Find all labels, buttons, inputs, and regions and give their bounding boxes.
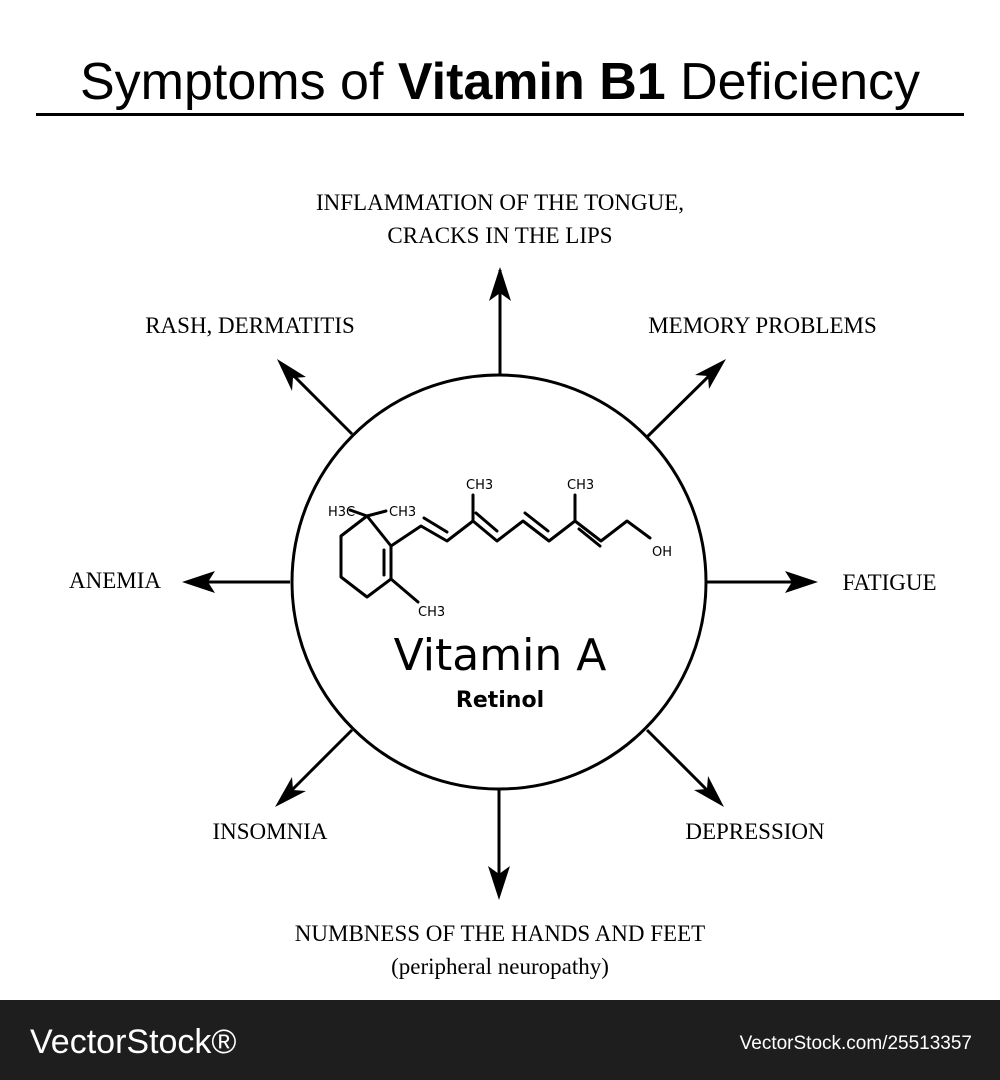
title-highlight: Vitamin B1 [397, 53, 666, 111]
label-ch3-ring: CH3 [389, 505, 416, 520]
arrow-top-right-head [695, 359, 726, 389]
watermark-brand: VectorStock® [30, 1023, 237, 1061]
arrow-bottom-left [285, 728, 354, 797]
arrow-top-right [645, 369, 716, 439]
symptom-right: FATIGUE [842, 570, 937, 595]
symptom-top: INFLAMMATION OF THE TONGUE, CRACKS IN TH… [250, 186, 750, 252]
symptom-top-left: RASH, DERMATITIS [145, 313, 355, 338]
symptom-bottom-line1: NUMBNESS OF THE HANDS AND FEET [294, 921, 706, 946]
arrow-right-head [785, 571, 818, 593]
arrow-bottom-right [645, 728, 714, 797]
arrow-top-left-head [277, 359, 306, 391]
arrow-bottom-right-head [694, 776, 724, 807]
center-circle [290, 373, 708, 791]
symptom-top-line2: CRACKS IN THE LIPS [387, 223, 613, 248]
label-ch3-bottom: CH3 [418, 605, 445, 620]
center-title: Vitamin A [393, 630, 607, 681]
symptom-bottom-line2: (peripheral neuropathy) [391, 954, 609, 979]
symptom-bottom-right: DEPRESSION [685, 819, 825, 844]
arrow-top-left [286, 368, 354, 436]
symptom-diagram: H3C CH3 CH3 CH3 CH3 OH [182, 267, 818, 900]
arrow-bottom-head [488, 866, 510, 900]
center-subtitle: Retinol [455, 688, 545, 713]
page-title: Symptoms of Vitamin B1 Deficiency [80, 53, 920, 111]
label-ch3-chain-1: CH3 [466, 478, 493, 493]
symptom-bottom: NUMBNESS OF THE HANDS AND FEET (peripher… [200, 917, 800, 983]
title-underline [36, 113, 964, 116]
watermark-reference: VectorStock.com/25513357 [739, 1033, 972, 1054]
symptom-top-right: MEMORY PROBLEMS [648, 313, 877, 338]
arrow-top-head [489, 267, 511, 301]
retinol-structure [339, 493, 652, 604]
label-ch3-chain-2: CH3 [567, 478, 594, 493]
label-h3c: H3C [328, 505, 355, 520]
watermark-bar: VectorStock® VectorStock.com/25513357 [0, 1000, 1000, 1080]
symptom-bottom-left: INSOMNIA [212, 819, 328, 844]
label-oh: OH [652, 545, 672, 560]
arrow-left-head [182, 571, 215, 593]
arrow-bottom-left-head [275, 777, 306, 807]
symptom-left: ANEMIA [69, 568, 161, 593]
symptom-top-line1: INFLAMMATION OF THE TONGUE, [315, 190, 684, 215]
